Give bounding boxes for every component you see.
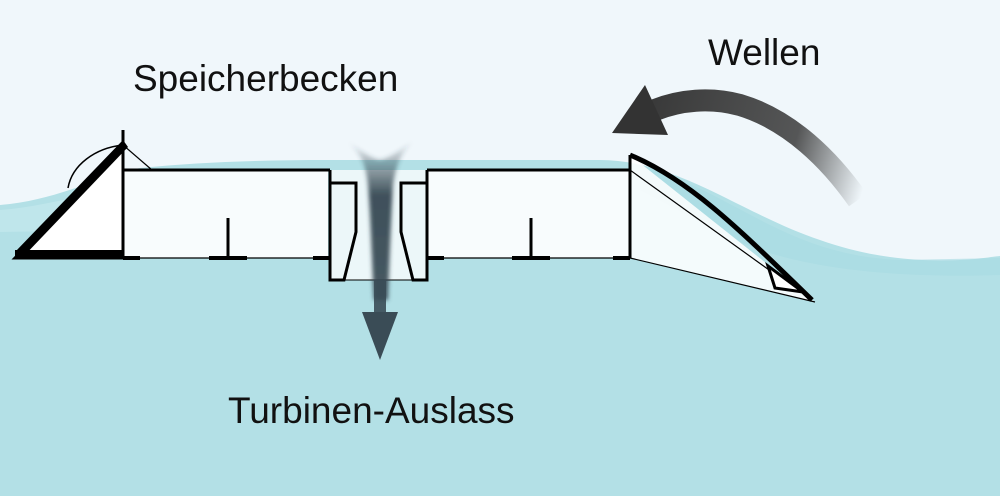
waves-label: Wellen: [708, 32, 821, 73]
left-stay-cable: [122, 144, 153, 171]
left-hinge-arc: [67, 144, 124, 189]
right-flap-curved-edge: [629, 152, 814, 302]
left-ramp-thick-edge: [15, 140, 128, 258]
left-ramp-base: [15, 250, 123, 259]
curved-arrow-left-icon: [612, 85, 868, 207]
reservoir-left-section: [123, 170, 328, 258]
right-flap-brace: [629, 169, 791, 286]
turbine-outflow-funnel: [345, 140, 415, 300]
turbine-outlet-label: Turbinen-Auslass: [228, 390, 515, 431]
down-arrow-icon: [362, 280, 398, 360]
right-flap-bottom: [629, 257, 816, 303]
reservoir-label: Speicherbecken: [133, 58, 399, 99]
right-flap-tip: [765, 262, 804, 294]
turbine-housing-right-wall: [399, 170, 429, 282]
reservoir-right-section: [427, 170, 630, 258]
